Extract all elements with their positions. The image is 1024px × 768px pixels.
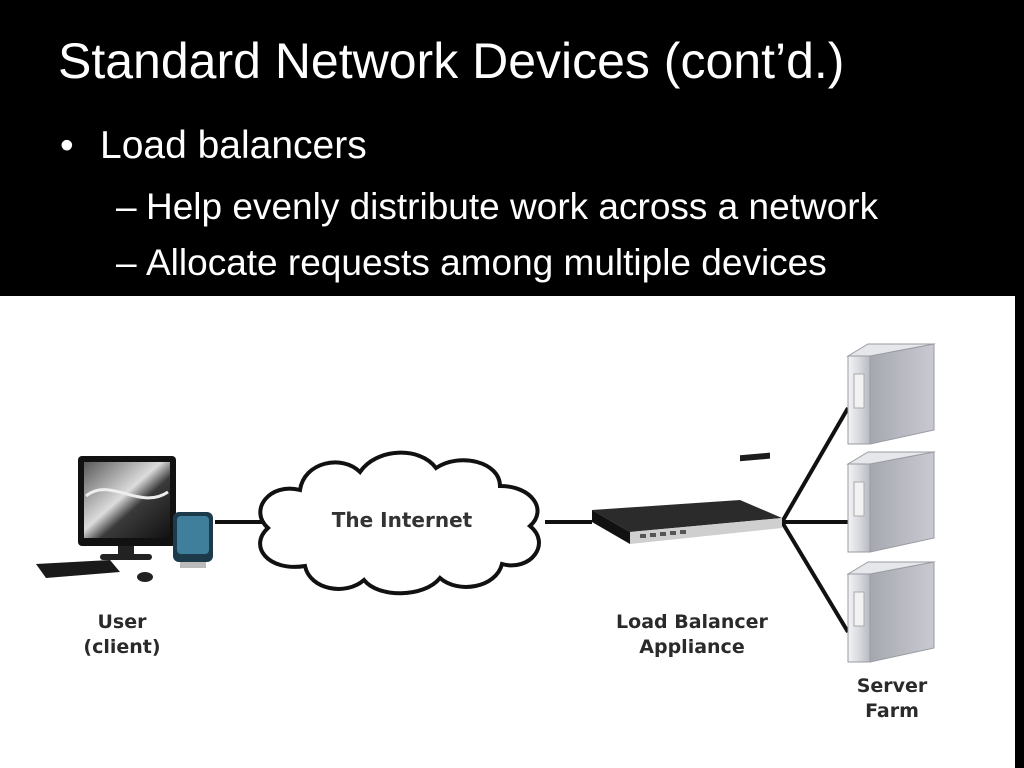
desktop-computer-icon [36,456,213,582]
sub-bullet-glyph: – [116,242,137,283]
user-label-line1: User [97,611,147,633]
server-farm-label-line1: Server [856,675,928,697]
slide-title: Standard Network Devices (cont’d.) [58,33,845,89]
rack-appliance-icon [592,452,782,544]
sub-bullet-allocate: –Allocate requests among multiple device… [116,244,827,281]
load-balancer-label-line2: Appliance [639,636,745,658]
sub-bullet-distribute: –Help evenly distribute work across a ne… [116,188,878,225]
cloud-icon [258,450,541,596]
diagram-canvas [36,343,936,663]
tower-server-icon [846,451,936,553]
edge-balancer-server-3 [780,520,850,634]
edge-balancer-server-1 [780,406,850,524]
server-farm-label: Server Farm [842,674,942,724]
tower-server-icon [846,561,936,663]
load-balancer-label-line1: Load Balancer [616,611,768,633]
tower-server-icon [846,343,936,445]
bullet-load-balancers: • Load balancers [60,126,367,165]
bullet-text: Load balancers [100,124,367,167]
internet-label: The Internet [331,508,473,532]
sub-bullet-text: Help evenly distribute work across a net… [146,186,879,227]
user-label-line2: (client) [83,636,161,658]
bullet-glyph: • [60,124,74,167]
user-label: User (client) [72,610,172,660]
load-balancer-label: Load Balancer Appliance [612,610,772,660]
server-farm [846,343,936,663]
sub-bullet-glyph: – [116,186,137,227]
network-diagram: The Internet User (client) Load Balancer… [0,296,1015,768]
connection-lines [215,406,850,634]
sub-bullet-text: Allocate requests among multiple devices [146,242,827,283]
server-farm-label-line2: Farm [865,700,919,722]
